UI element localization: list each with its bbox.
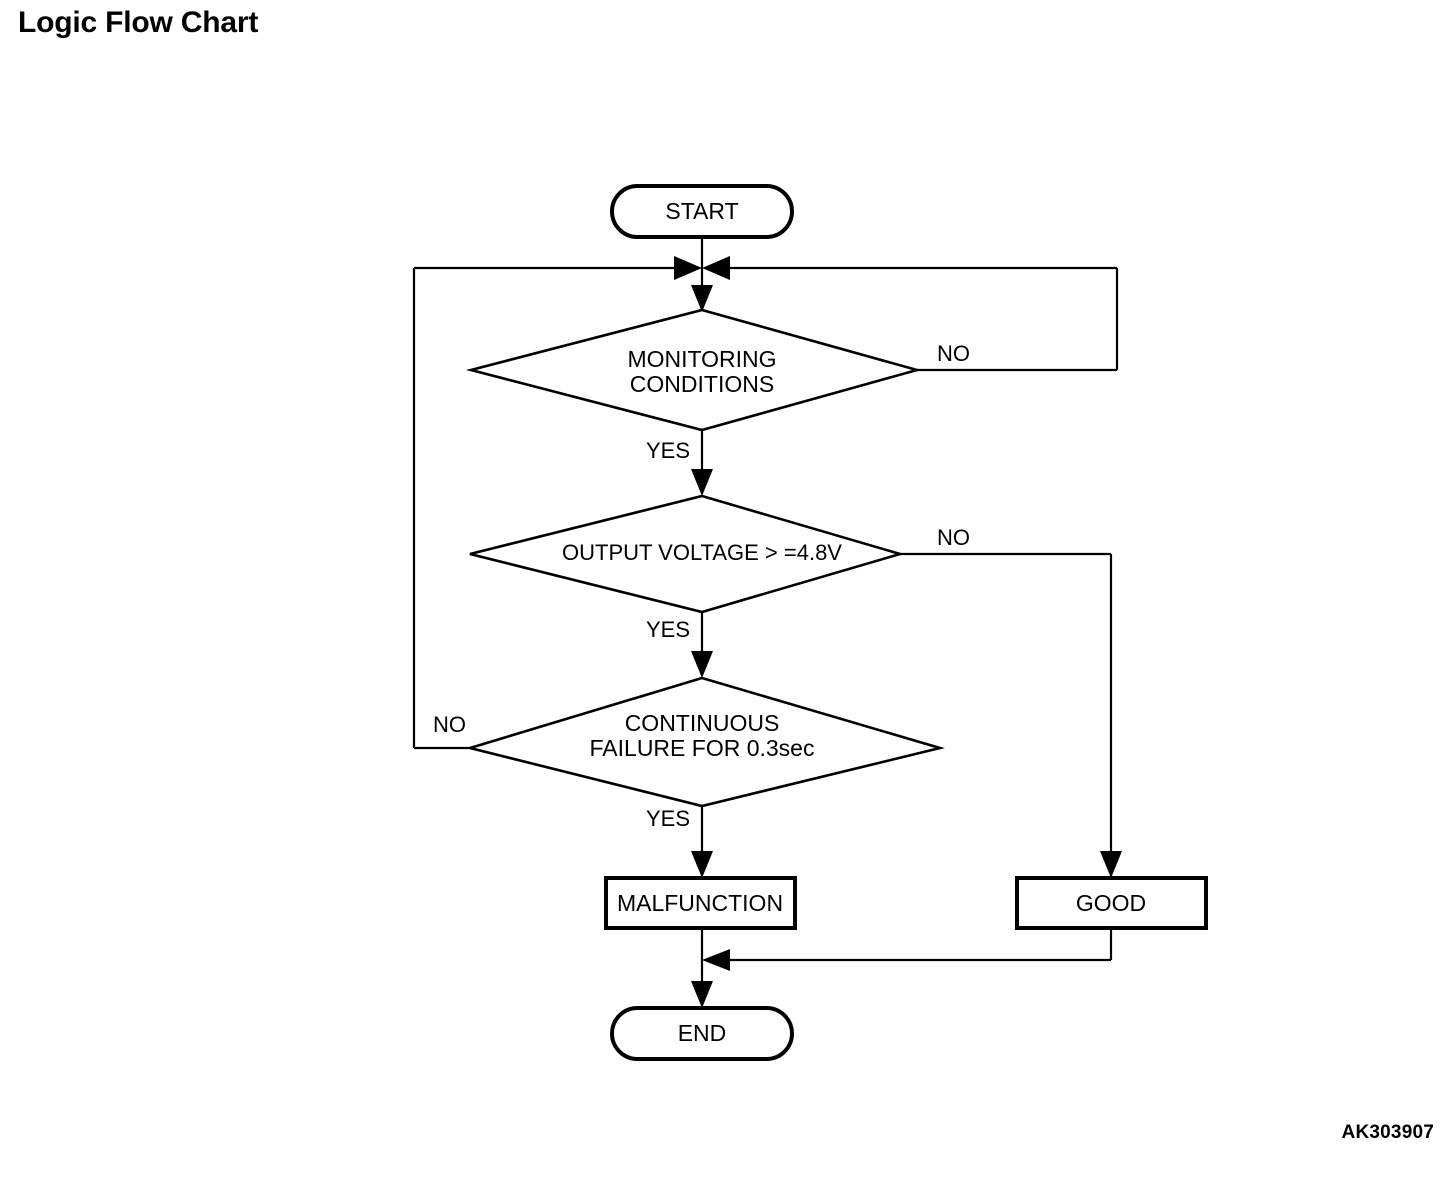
edge-label-monitoring-yes: YES: [646, 438, 690, 463]
node-monitoring-label-line2: CONDITIONS: [630, 371, 774, 397]
edge-label-continuous-no: NO: [433, 712, 466, 737]
edge-label-voltage-yes: YES: [646, 617, 690, 642]
arrowhead-into-good: [1100, 851, 1122, 878]
arrowhead-into-monitoring: [691, 285, 713, 312]
node-good[interactable]: [1015, 876, 1208, 930]
node-continuous-label-line2: FAILURE FOR 0.3sec: [590, 735, 815, 761]
node-continuous-label-line1: CONTINUOUS: [625, 710, 780, 736]
node-malfunction[interactable]: [604, 876, 797, 930]
node-monitoring-label-line1: MONITORING: [627, 346, 776, 372]
arrowhead-into-voltage: [691, 469, 713, 496]
arrowhead-good-into-merge: [702, 949, 730, 971]
node-good-label: GOOD: [1076, 890, 1146, 916]
arrowhead-into-continuous: [691, 651, 713, 678]
arrowhead-into-malfunction: [691, 851, 713, 878]
edge-label-voltage-no: NO: [937, 525, 970, 550]
node-end-label: END: [678, 1020, 727, 1046]
arrowhead-into-end: [691, 981, 713, 1008]
node-malfunction-label: MALFUNCTION: [617, 890, 783, 916]
arrowhead-right-feedback-into-junction: [702, 256, 730, 280]
node-continuous-failure[interactable]: [465, 676, 946, 808]
node-monitoring-conditions[interactable]: [465, 308, 922, 432]
node-start-label: START: [665, 198, 738, 224]
reference-code: AK303907: [1341, 1122, 1434, 1143]
edge-label-monitoring-no: NO: [937, 341, 970, 366]
page-title: Logic Flow Chart: [18, 6, 259, 39]
arrowhead-left-feedback-into-junction: [674, 256, 702, 280]
node-start[interactable]: [610, 184, 794, 239]
node-end[interactable]: [610, 1006, 794, 1061]
edge-label-continuous-yes: YES: [646, 806, 690, 831]
node-output-voltage[interactable]: [469, 494, 905, 614]
node-output-voltage-label: OUTPUT VOLTAGE > =4.8V: [562, 540, 842, 565]
